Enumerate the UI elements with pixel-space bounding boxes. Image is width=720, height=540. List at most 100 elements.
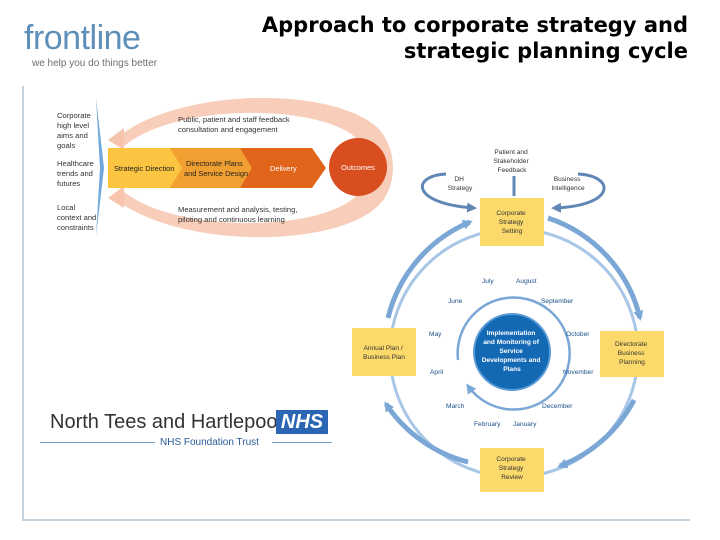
stage-2-label-1: Directorate Plans xyxy=(186,159,243,168)
month-august: August xyxy=(516,278,537,285)
logo-tagline: we help you do things better xyxy=(32,58,158,69)
month-december: December xyxy=(542,403,573,410)
input-local-1: Local xyxy=(57,203,75,212)
feedback-arrow-top-icon xyxy=(108,128,124,150)
center-ring-arrow xyxy=(456,296,571,411)
svg-text:Corporate high level: Corporate high level aims and goals xyxy=(57,111,93,150)
svg-text:Corporate Strategy: Corporate Strategy Setting xyxy=(496,210,527,235)
input-corporate-3: aims and xyxy=(57,131,88,140)
feedback-line-1: Patient and xyxy=(494,149,528,156)
box-bottom-line-1: Corporate xyxy=(496,456,526,463)
box-right-line-2: Business xyxy=(618,350,645,357)
stage-directorate-plans xyxy=(170,148,256,188)
frontline-logo: frontline we help you do things better xyxy=(24,20,157,69)
input-healthcare-1: Healthcare xyxy=(57,159,94,168)
input-corporate-2: high level xyxy=(57,121,89,130)
frame-rule-bottom xyxy=(22,519,690,521)
month-april: April xyxy=(430,369,444,376)
stage-delivery xyxy=(240,148,326,188)
nhs-foundation-trust: NHS Foundation Trust xyxy=(160,437,259,448)
nhs-trust-logo: North Tees and Hartlepool NHS NHS Founda… xyxy=(40,408,332,456)
svg-text:Annual Plan / Business P: Annual Plan / Business Plan xyxy=(363,345,405,361)
nhs-rule-left xyxy=(40,442,155,443)
bi-line-2: Intelligence xyxy=(551,185,585,192)
box-bottom-line-3: Review xyxy=(501,474,523,481)
feedback-top-line-1: Public, patient and staff feedback xyxy=(178,115,290,124)
input-bi-label: Business Intelligence xyxy=(551,176,585,192)
box-top-line-1: Corporate xyxy=(496,210,526,217)
outcomes-circle xyxy=(329,138,387,196)
input-labels: Corporate high level aims and goals Heal… xyxy=(57,111,98,232)
dh-line-1: DH xyxy=(454,176,464,183)
dh-line-2: Strategy xyxy=(448,185,473,192)
input-healthcare-2: trends and xyxy=(57,169,93,178)
month-labels: July August September October November D… xyxy=(429,278,594,428)
box-top-line-3: Setting xyxy=(502,228,523,235)
box-corporate-strategy-setting xyxy=(480,198,544,246)
box-right-line-1: Directorate xyxy=(615,341,648,348)
month-july: July xyxy=(482,278,494,285)
cycle-arrow-bottom-left xyxy=(383,401,469,465)
feedback-bottom-label: Measurement and analysis, testing, pilot… xyxy=(178,205,300,224)
input-feedback-label: Patient and Stakeholder Feedback xyxy=(493,149,530,174)
svg-text:Strategic Direction: Strategic Direction xyxy=(114,164,174,173)
center-circle xyxy=(473,313,551,391)
input-dh-label: DH Strategy xyxy=(448,176,473,192)
box-bottom-line-2: Strategy xyxy=(499,465,524,472)
feedback-top-line-2: consultation and engagement xyxy=(178,125,279,134)
input-bracket xyxy=(96,98,104,236)
month-march: March xyxy=(446,403,465,410)
feedback-bottom-line-2: piloting and continuous learning xyxy=(178,215,285,224)
month-january: January xyxy=(513,421,537,428)
svg-text:Directorate Business: Directorate Business Planning xyxy=(615,341,649,366)
month-june: June xyxy=(448,298,463,305)
box-annual-plan xyxy=(352,328,416,376)
nhs-rule-right xyxy=(272,442,332,443)
month-november: November xyxy=(563,369,594,376)
feedback-line-2: Stakeholder xyxy=(493,158,529,165)
svg-text:Local context and: Local context and constraints xyxy=(57,203,98,232)
bi-line-1: Business xyxy=(554,176,581,183)
month-may: May xyxy=(429,331,442,338)
input-corporate-4: goals xyxy=(57,141,75,150)
logo-wordmark: frontline xyxy=(24,19,141,57)
planning-cycle-diagram: Patient and Stakeholder Feedback DH Stra… xyxy=(352,149,664,492)
month-february: February xyxy=(474,421,501,428)
input-healthcare-3: futures xyxy=(57,179,80,188)
input-arrow-dh xyxy=(420,172,477,213)
nhs-trust-name: North Tees and Hartlepool xyxy=(50,411,282,433)
input-corporate-1: Corporate xyxy=(57,111,91,120)
box-left-line-1: Annual Plan / xyxy=(363,345,402,352)
center-line-5: Plans xyxy=(503,366,521,373)
svg-text:Healthcare trends and: Healthcare trends and futures xyxy=(57,159,96,188)
feedback-line-3: Feedback xyxy=(498,167,528,174)
cycle-arrow-bottom-right xyxy=(557,398,637,469)
box-right-line-3: Planning xyxy=(619,359,645,366)
box-corporate-strategy-review xyxy=(480,448,544,492)
stage-strategic-direction xyxy=(108,148,186,188)
svg-text:Implementation and Monit: Implementation and Monitoring of Service… xyxy=(482,330,542,373)
cycle-arrow-top-right xyxy=(547,215,644,321)
left-process-diagram: Corporate high level aims and goals Heal… xyxy=(57,97,393,238)
input-local-3: constraints xyxy=(57,223,94,232)
center-line-2: and Monitoring of xyxy=(483,339,539,346)
stage-2-label-2: and Service Design xyxy=(184,169,248,178)
svg-text:Delivery: Delivery xyxy=(270,164,297,173)
frame-rule-left xyxy=(22,86,24,520)
stage-1-label: Strategic Direction xyxy=(114,164,174,173)
outcomes-label: Outcomes xyxy=(341,163,375,172)
feedback-top-label: Public, patient and staff feedback consu… xyxy=(178,115,292,134)
center-line-4: Developments and xyxy=(482,357,541,364)
center-line-3: Service xyxy=(499,348,523,355)
svg-text:Directorate Plans and Se: Directorate Plans and Service Design xyxy=(184,159,248,178)
box-directorate-business-planning xyxy=(600,331,664,377)
cycle-arrow-top-left xyxy=(385,219,473,319)
month-september: September xyxy=(541,298,574,305)
feedback-bottom-line-1: Measurement and analysis, testing, xyxy=(178,205,297,214)
input-arrow-bi xyxy=(551,172,606,213)
box-left-line-2: Business Plan xyxy=(363,354,405,361)
feedback-arrow-bottom-icon xyxy=(108,186,124,208)
svg-text:Corporate Strategy: Corporate Strategy Review xyxy=(496,456,527,481)
nhs-badge: NHS xyxy=(276,410,328,434)
